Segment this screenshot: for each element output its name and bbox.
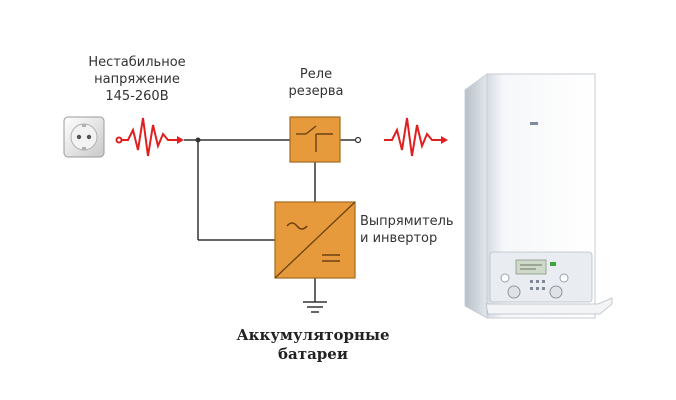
unstable-voltage-line2: напряжение <box>94 72 180 87</box>
relay-line1: Реле <box>299 67 333 82</box>
relay-label: Реле резерва <box>276 66 356 100</box>
rectifier-inverter-block <box>274 201 356 279</box>
reserve-relay-block <box>289 116 341 163</box>
rectifier-label: Выпрямитель и инвертор <box>360 213 454 247</box>
switch-icon <box>296 125 333 152</box>
unstable-voltage-label: Нестабильное напряжение 145-260В <box>82 54 192 105</box>
output-voltage-wave-icon <box>384 117 448 157</box>
unstable-voltage-line1: Нестабильное <box>88 55 186 70</box>
unstable-voltage-line3: 145-260В <box>105 89 169 104</box>
dc-symbol-icon <box>322 254 340 262</box>
batteries-label: Аккумуляторные батареи <box>228 326 398 364</box>
unstable-voltage-wave-icon <box>115 117 184 157</box>
rectifier-line1: Выпрямитель <box>360 214 454 229</box>
wall-socket-icon <box>63 116 105 158</box>
junction-dot <box>195 137 201 143</box>
ac-symbol-icon <box>286 222 308 230</box>
relay-line2: резерва <box>288 84 344 99</box>
gas-boiler-icon <box>464 73 613 319</box>
ground-icon <box>303 301 327 313</box>
batteries-line1: Аккумуляторные <box>236 326 390 344</box>
batteries-line2: батареи <box>278 345 348 363</box>
output-terminal <box>354 136 362 144</box>
rectifier-line2: и инвертор <box>360 231 438 246</box>
